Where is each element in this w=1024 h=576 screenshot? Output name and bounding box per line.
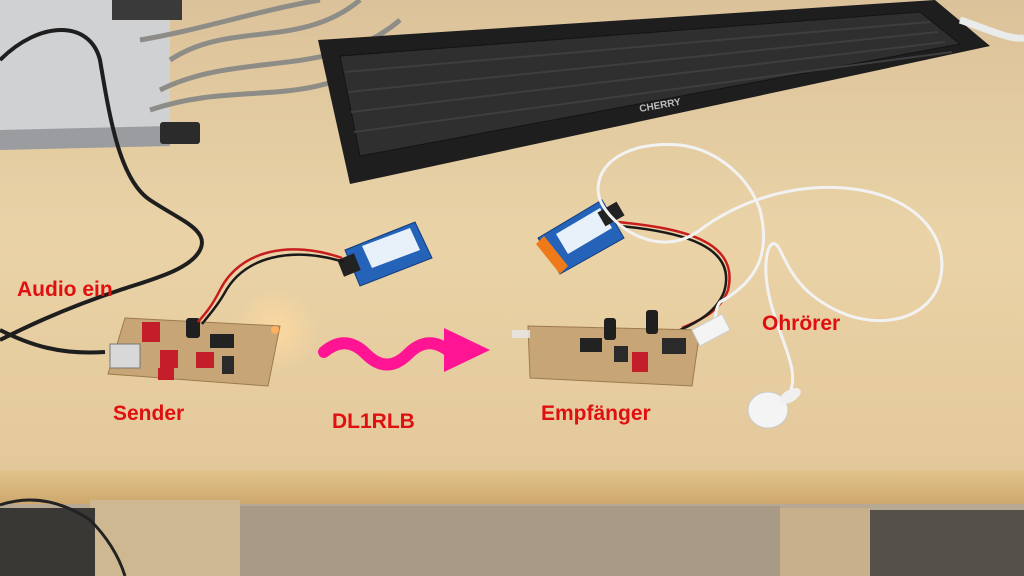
earphone-cable xyxy=(596,142,944,393)
sender-label: Sender xyxy=(113,402,185,425)
receiver-jack xyxy=(662,338,686,354)
sender-cap-5 xyxy=(222,356,234,374)
receiver-cap-1 xyxy=(632,352,648,372)
monitor-base xyxy=(0,0,170,146)
white-cable-top xyxy=(958,16,1024,42)
receiver-elko-1 xyxy=(604,318,616,340)
under-desk-shadow xyxy=(240,506,780,576)
sender-cap-4 xyxy=(158,368,174,380)
desk-leg-left xyxy=(90,500,240,576)
receiver-black-wire xyxy=(619,224,728,332)
keyboard-key-rows xyxy=(344,21,953,133)
wavy-arrow-icon xyxy=(318,328,490,372)
monitor-base-shadow xyxy=(0,126,170,150)
desk-edge xyxy=(0,470,1024,512)
receiver-elko-2 xyxy=(646,310,658,334)
earbud xyxy=(747,391,789,429)
sender-battery-label xyxy=(362,228,420,268)
earphone-label: Ohrörer xyxy=(762,312,841,335)
earbud-stem xyxy=(779,388,801,404)
callsign-label: DL1RLB xyxy=(332,410,415,433)
sender-jack xyxy=(109,343,141,369)
receiver-ic xyxy=(580,338,602,352)
receiver-pot xyxy=(614,346,628,362)
audio-cable xyxy=(0,28,204,355)
audio-cable-lower xyxy=(0,498,127,576)
sender-battery-clip xyxy=(337,253,361,277)
sender-cap-1 xyxy=(142,322,160,342)
sender-led xyxy=(271,326,279,334)
receiver-photodiode xyxy=(512,330,530,338)
receiver-battery-cap xyxy=(536,236,568,274)
desk-leg-right xyxy=(780,508,870,576)
sender-battery-red-wire xyxy=(197,248,343,323)
keyboard-keys xyxy=(339,11,962,157)
dark-device xyxy=(112,0,182,20)
audio-in-label: Audio ein xyxy=(17,278,113,301)
wavy-arrow-body xyxy=(318,337,456,371)
sender-ic xyxy=(210,334,234,348)
usb-plug xyxy=(160,122,200,144)
sender-cap-3 xyxy=(196,352,214,368)
sender-cap-2 xyxy=(160,350,178,368)
receiver-label: Empfänger xyxy=(541,402,651,425)
under-desk-dark xyxy=(870,510,1024,576)
cable-bundle xyxy=(139,0,402,113)
bin-left xyxy=(0,508,95,576)
sender-battery-black-wire xyxy=(201,253,345,325)
receiver-battery-clip xyxy=(597,201,625,227)
receiver-battery-label xyxy=(556,208,612,254)
sender-elko xyxy=(186,318,200,338)
wavy-arrow-head xyxy=(444,328,490,372)
earphone-plug xyxy=(691,313,731,347)
